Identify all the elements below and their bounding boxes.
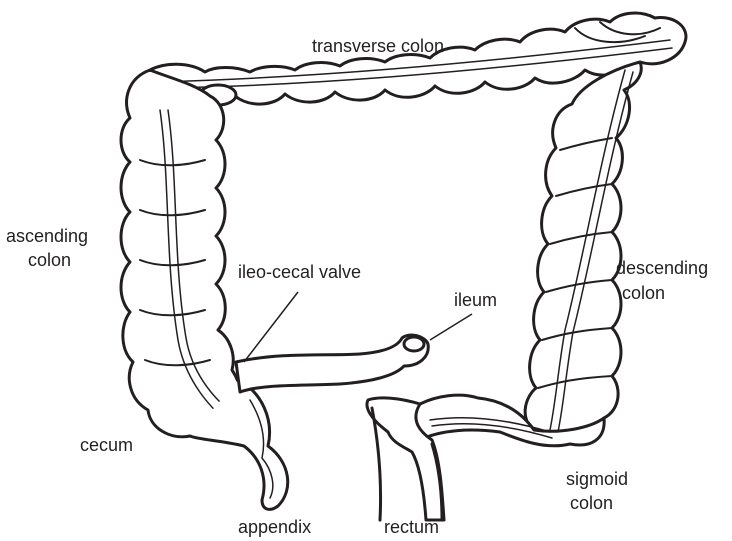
label-transverse-colon: transverse colon — [312, 36, 444, 56]
large-intestine-illustration — [121, 13, 686, 520]
label-sigmoid: sigmoid — [566, 469, 628, 489]
label-cecum: cecum — [80, 435, 133, 455]
label-ascending-colon: colon — [28, 250, 71, 270]
ileocecal-leader — [244, 292, 298, 362]
label-descending-colon: colon — [622, 283, 665, 303]
descending-colon-shape — [525, 62, 641, 437]
label-ileocecal-valve: ileo-cecal valve — [238, 262, 361, 282]
label-descending: descending — [616, 258, 708, 278]
label-ascending: ascending — [6, 226, 88, 246]
label-appendix: appendix — [238, 517, 311, 537]
ascending-colon-shape — [121, 70, 244, 438]
ileum-shape — [236, 335, 428, 392]
ileum-leader — [430, 314, 472, 340]
leader-lines — [244, 292, 472, 362]
label-rectum: rectum — [384, 517, 439, 537]
label-sigmoid-colon: colon — [570, 493, 613, 513]
label-ileum: ileum — [454, 290, 497, 310]
